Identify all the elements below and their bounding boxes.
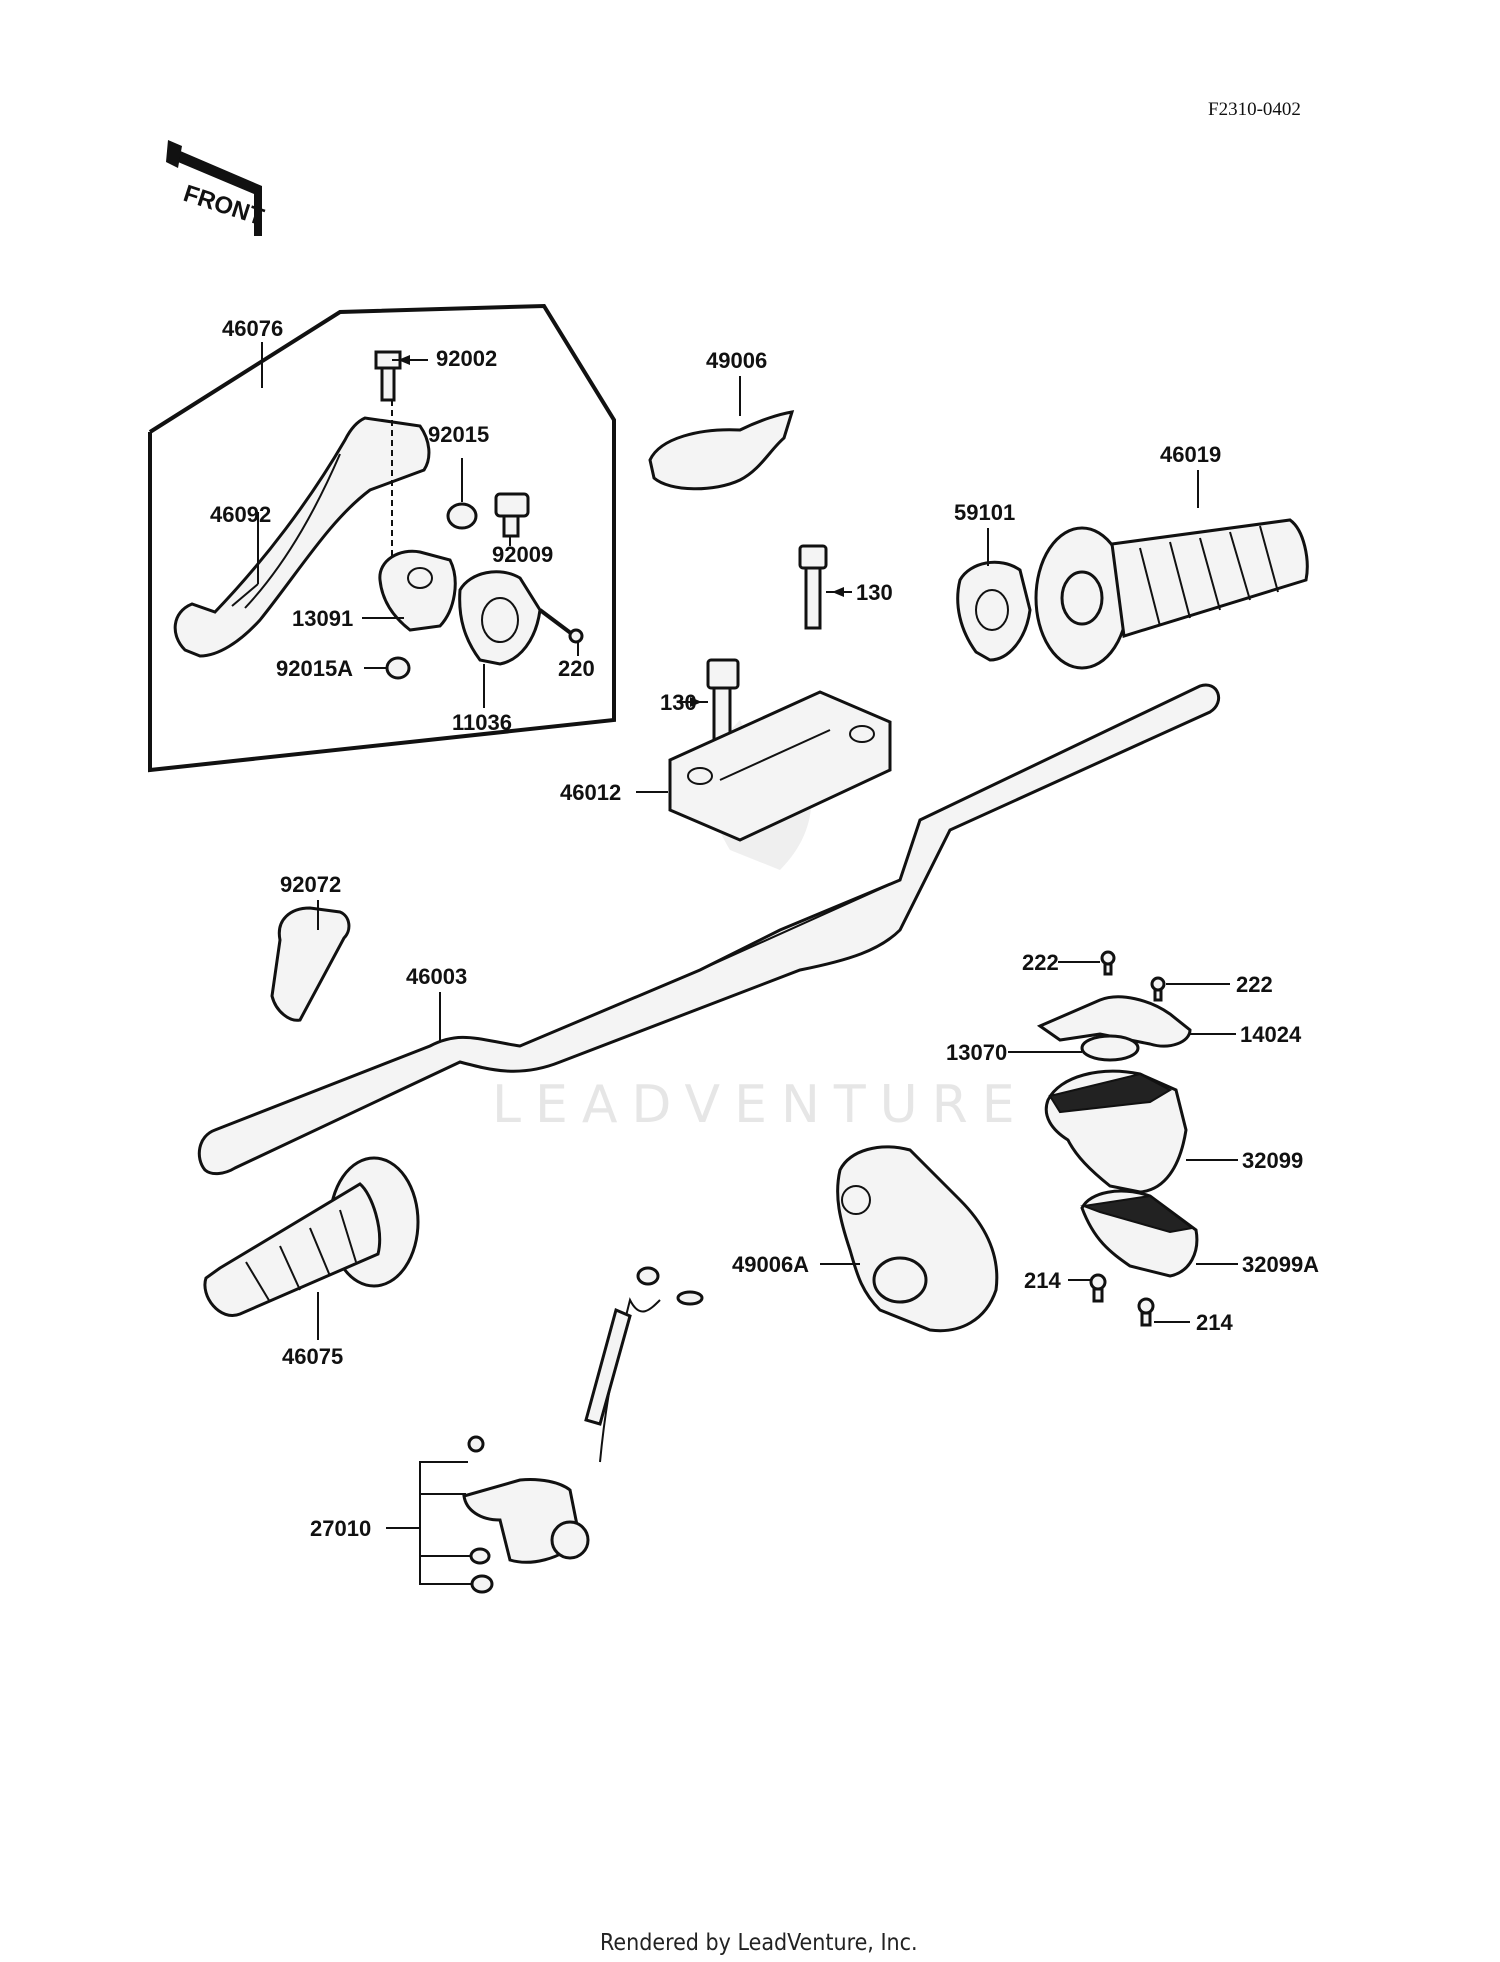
- label-27010: 27010: [310, 1516, 371, 1541]
- label-46012: 46012: [560, 780, 621, 805]
- housing-32099A: [1080, 1189, 1199, 1278]
- nut-92015A: [385, 656, 411, 680]
- handlebar-46003: [197, 683, 1221, 1176]
- label-214-left: 214: [1024, 1268, 1061, 1293]
- band-92072: [270, 906, 351, 1022]
- label-222-right: 222: [1236, 972, 1273, 997]
- label-92009: 92009: [492, 542, 553, 567]
- screw-222-left: [1100, 950, 1116, 976]
- label-92072: 92072: [280, 872, 341, 897]
- clutch-assembly-outline: [148, 303, 616, 773]
- throttle-case-49006A: [836, 1145, 999, 1333]
- label-130-lower: 130: [660, 690, 697, 715]
- housing-32099: [1044, 1069, 1188, 1194]
- holder-13091: [378, 549, 457, 632]
- label-222-left: 222: [1022, 950, 1059, 975]
- clamp-11036: [458, 570, 542, 666]
- switch-27010: [462, 1266, 704, 1594]
- handlebar-holder-46012: [668, 690, 892, 842]
- watermark-text: LEADVENTURE: [492, 1075, 1029, 1135]
- screw-214-right: [1137, 1297, 1155, 1327]
- label-46003: 46003: [406, 964, 467, 989]
- label-46092: 46092: [210, 502, 271, 527]
- footer-credit: Rendered by LeadVenture, Inc.: [600, 1930, 918, 1956]
- cap-49006: [648, 410, 795, 491]
- screw-220: [538, 608, 584, 644]
- label-49006A: 49006A: [732, 1252, 809, 1277]
- grip-46019: [1034, 518, 1309, 670]
- label-13091: 13091: [292, 606, 353, 631]
- label-92015A: 92015A: [276, 656, 353, 681]
- label-46019: 46019: [1160, 442, 1221, 467]
- diagram-code: F2310-0402: [1208, 99, 1301, 120]
- adjuster-92009: [494, 492, 530, 538]
- washer-92015: [446, 502, 478, 530]
- label-92002: 92002: [436, 346, 497, 371]
- label-59101: 59101: [954, 500, 1015, 525]
- front-arrow-icon: FRONT: [166, 140, 267, 236]
- screw-222-right: [1150, 976, 1166, 1002]
- label-130-upper: 130: [856, 580, 893, 605]
- ring-13070: [1080, 1034, 1140, 1062]
- grip-46075: [203, 1156, 420, 1317]
- label-46076: 46076: [222, 316, 283, 341]
- label-92015: 92015: [428, 422, 489, 447]
- label-11036: 11036: [452, 710, 512, 735]
- label-32099: 32099: [1242, 1148, 1303, 1173]
- cover-14024: [1036, 995, 1192, 1048]
- label-220: 220: [558, 656, 595, 681]
- label-13070: 13070: [946, 1040, 1007, 1065]
- label-32099A: 32099A: [1242, 1252, 1319, 1277]
- collar-59101: [956, 560, 1032, 662]
- screw-214-left: [1089, 1273, 1107, 1303]
- bolt-130-upper: [798, 544, 828, 630]
- label-14024: 14024: [1240, 1022, 1302, 1047]
- label-214-right: 214: [1196, 1310, 1233, 1335]
- label-46075: 46075: [282, 1344, 343, 1369]
- label-49006: 49006: [706, 348, 767, 373]
